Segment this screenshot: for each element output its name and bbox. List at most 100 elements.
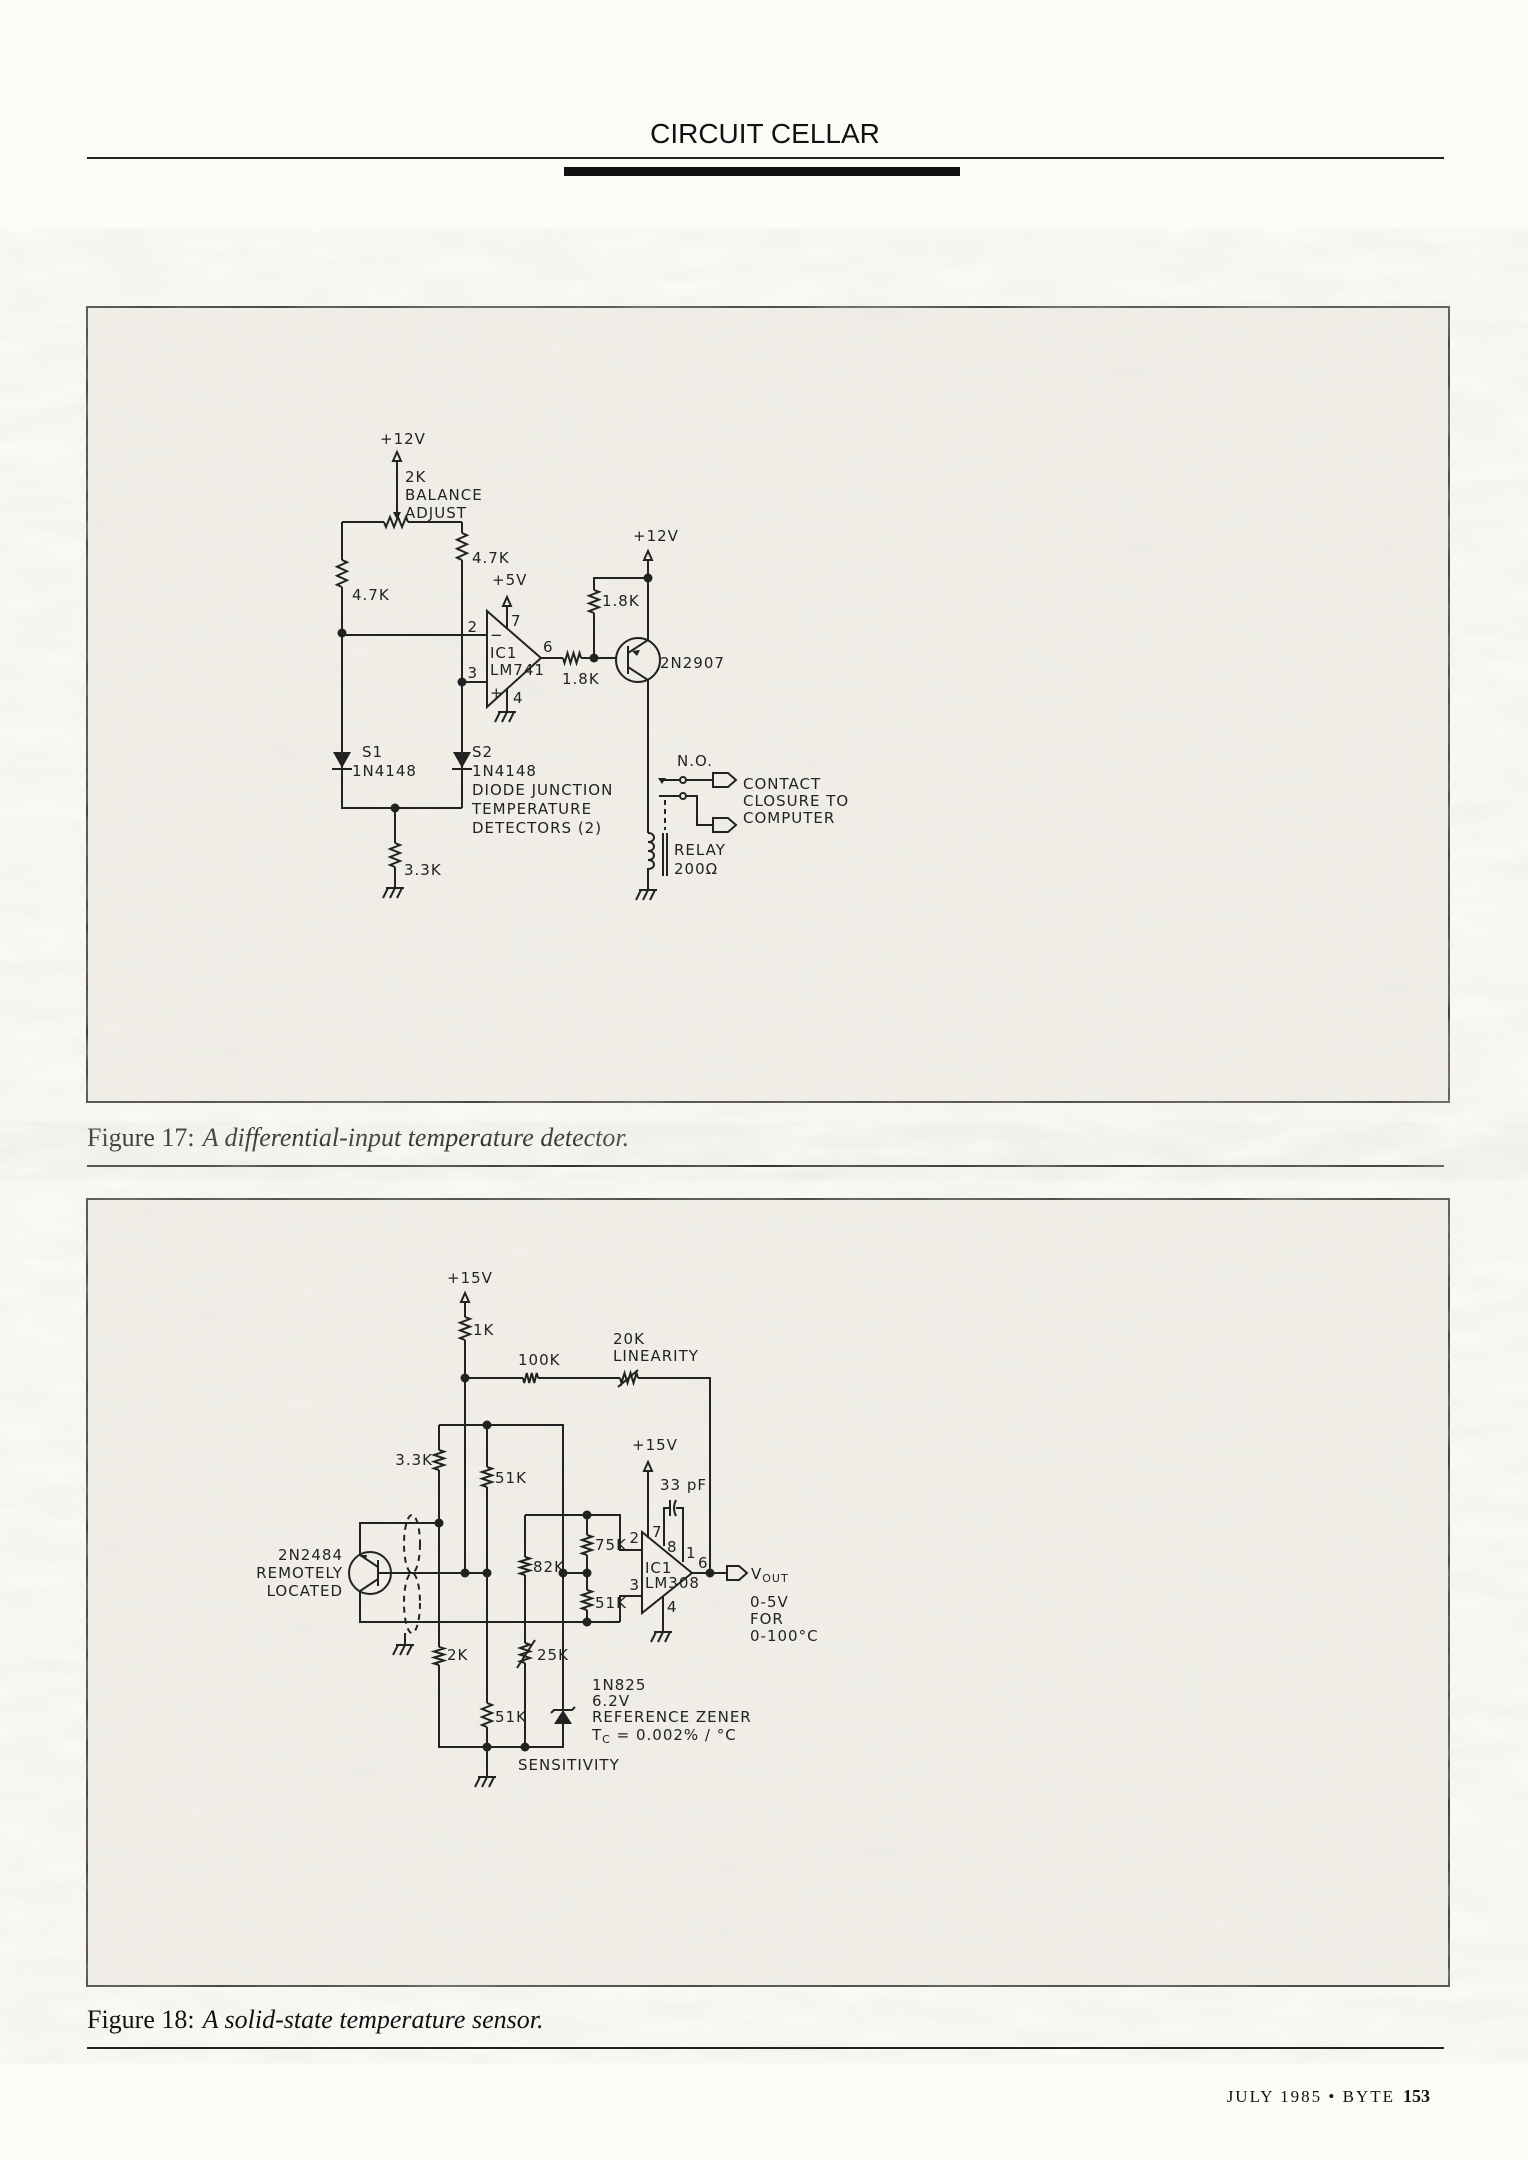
print-texture (88, 1200, 1448, 1985)
pot-arrow-icon (617, 1369, 639, 1388)
label-sensitivity: SENSITIVITY (518, 1756, 620, 1774)
page-number: 153 (1403, 2086, 1430, 2106)
label-no: N.O. (677, 752, 713, 770)
label-s2: S2 (472, 743, 493, 761)
output-connector-icon (726, 1565, 749, 1581)
wire (638, 1377, 711, 1573)
resistor-symbol (478, 1466, 496, 1488)
junction-dot (582, 1617, 592, 1627)
label-12v-right: +12V (633, 527, 679, 545)
label-vout: VOUT (751, 1565, 789, 1585)
label-r51k-bot: 51K (495, 1708, 527, 1726)
cable-shield-icon (403, 1572, 421, 1634)
label-r100k: 100K (518, 1351, 561, 1369)
label-r75k: 75K (595, 1536, 627, 1554)
label-for: FOR (750, 1610, 784, 1628)
label-pot-name: BALANCE (405, 486, 483, 504)
label-transistor: 2N2484 (278, 1546, 343, 1564)
supply-arrow-icon (459, 1290, 471, 1317)
label-r1k: 1K (473, 1321, 495, 1339)
label-s2-desc3: DETECTORS (2) (472, 819, 602, 837)
ground-icon (474, 1727, 496, 1788)
label-5v: +5V (492, 571, 527, 589)
section-title: CIRCUIT CELLAR (650, 118, 880, 149)
label-zener-part: 1N825 (592, 1676, 646, 1694)
label-r51k-top: 51K (495, 1469, 527, 1487)
label-pot-name2: ADJUST (405, 504, 467, 522)
tc-value: = 0.002% / °C (611, 1726, 737, 1744)
figure-18-caption: Figure 18:A solid-state temperature sens… (87, 2005, 543, 2034)
label-12v-top: +12V (380, 430, 426, 448)
wiper-arrow-icon (393, 512, 401, 520)
zener-bar (550, 1706, 576, 1714)
transistor-leads (627, 639, 649, 833)
label-r2k: 2K (447, 1646, 469, 1664)
capacitor-icon (669, 1499, 677, 1517)
figure-18: +15V 1K 100K 20K LINEARITY 3.3K 2K (86, 1198, 1450, 1987)
label-r-right: 4.7K (472, 549, 510, 567)
label-remotely: REMOTELY (256, 1564, 343, 1582)
emitter-arrow-icon (360, 1555, 367, 1559)
label-r-pullup: 1.8K (602, 592, 640, 610)
label-contact2: CLOSURE TO (743, 792, 849, 810)
junction-dot (582, 1510, 592, 1520)
label-15v-ic: +15V (632, 1436, 678, 1454)
wire (342, 634, 487, 683)
pin-2: 2 (629, 1529, 640, 1547)
pin-1: 1 (686, 1544, 697, 1562)
pin-4: 4 (667, 1598, 678, 1616)
junction-dot (460, 1568, 470, 1578)
supply-arrow-icon (501, 594, 513, 629)
caption-label: Figure 17: (87, 1123, 195, 1152)
contact-terminal (679, 792, 687, 800)
label-r-bottom: 3.3K (404, 861, 442, 879)
label-15v-top: +15V (447, 1269, 493, 1287)
ground-icon (494, 689, 516, 723)
junction-dot (643, 573, 653, 583)
cable-shield-icon (403, 1514, 421, 1574)
label-s1: S1 (362, 743, 383, 761)
resistor-symbol (387, 842, 403, 868)
pin-2: 2 (467, 618, 478, 636)
label-temp-range: 0-100°C (750, 1627, 819, 1645)
pin-7: 7 (511, 612, 522, 630)
resistor-symbol (578, 1534, 596, 1556)
caption-text: A solid-state temperature sensor. (201, 2005, 544, 2034)
figure-17-caption: Figure 17:A differential-input temperatu… (87, 1123, 629, 1152)
vout-subscript: OUT (762, 1572, 788, 1585)
resistor-symbol (334, 559, 350, 588)
label-contact: CONTACT (743, 775, 821, 793)
relay-core (662, 833, 668, 876)
resistor-symbol (522, 1372, 539, 1384)
label-r-base: 1.8K (562, 670, 600, 688)
label-s2-desc1: DIODE JUNCTION (472, 781, 613, 799)
resistor-symbol (516, 1556, 534, 1576)
resistor-symbol (454, 532, 470, 561)
relay-coil-icon (635, 832, 657, 901)
footer-issue: JULY 1985 • BYTE (1227, 2087, 1395, 2106)
contact-terminal (679, 776, 687, 784)
label-tc: TC = 0.002% / °C (591, 1726, 737, 1746)
label-pot-value: 2K (405, 468, 427, 486)
label-located: LOCATED (267, 1582, 343, 1600)
ic-part: LM741 (490, 661, 545, 679)
label-r-left: 4.7K (352, 586, 390, 604)
connector-arrow-icon (712, 772, 738, 788)
figure-17-schematic: +12V 2K BALANCE ADJUST 4.7K S1 1N4148 4.… (332, 430, 849, 901)
resistor-symbol (479, 1702, 495, 1728)
wire (439, 1424, 564, 1710)
resistor-symbol (430, 1646, 448, 1666)
junction-dot (482, 1568, 492, 1578)
relay-contacts (659, 779, 713, 826)
label-relay: RELAY (674, 841, 726, 859)
diode-s1-icon (333, 752, 351, 768)
connector-arrow-icon (712, 817, 738, 833)
label-r33k: 3.3K (395, 1451, 433, 1469)
label-25k: 25K (537, 1646, 569, 1664)
junction-dot (582, 1568, 592, 1578)
label-zener-desc: REFERENCE ZENER (592, 1708, 752, 1726)
emitter-arrow-icon (632, 650, 640, 656)
label-r51k-mid: 51K (595, 1594, 627, 1612)
opamp-lm741-symbol (486, 608, 543, 710)
label-20k: 20K (613, 1330, 645, 1348)
